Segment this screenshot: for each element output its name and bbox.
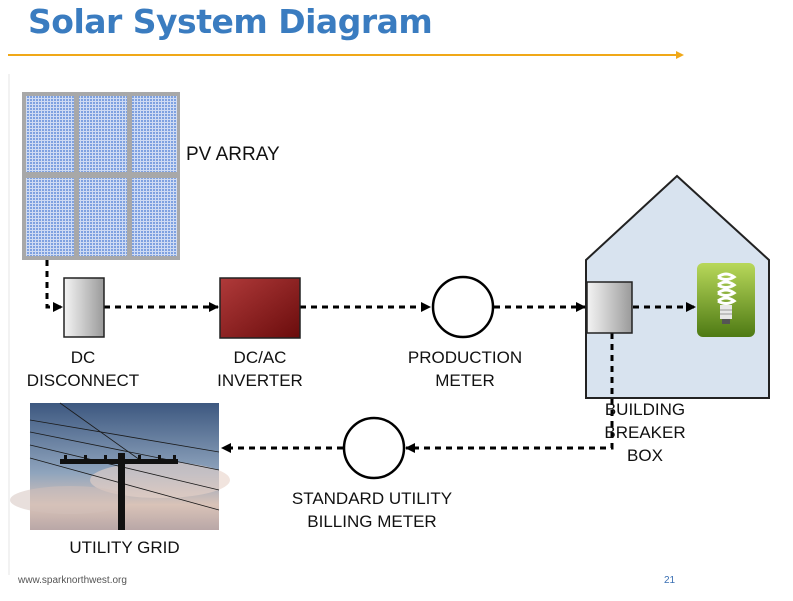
breaker-box-label: BUILDING BREAKER BOX	[600, 398, 690, 467]
dc-disconnect-label: DC DISCONNECT	[8, 346, 158, 392]
footer-url: www.sparknorthwest.org	[18, 575, 127, 586]
billing-meter-icon	[342, 416, 406, 480]
pv-array-label: PV ARRAY	[186, 144, 280, 165]
billing-meter-label-line: STANDARD UTILITY	[291, 489, 453, 508]
breaker-box-label-line: BUILDING	[604, 400, 686, 419]
production-meter-label-line: METER	[435, 371, 495, 390]
production-meter-label-line: PRODUCTION	[407, 348, 523, 367]
utility-grid-label: UTILITY GRID	[69, 538, 180, 557]
production-meter-label: PRODUCTION METER	[390, 346, 540, 392]
title-underline	[8, 51, 684, 59]
breaker-box	[586, 281, 633, 334]
connectors	[45, 260, 696, 453]
breaker-box-label-line: BOX	[627, 446, 663, 465]
production-meter-icon	[431, 275, 495, 339]
billing-meter-label-line: BILLING METER	[307, 512, 437, 531]
dc-disconnect-label-line: DC	[70, 348, 96, 367]
dc-disconnect-label-line: DISCONNECT	[26, 371, 140, 390]
dc-disconnect-box	[63, 277, 105, 338]
inverter-box	[219, 277, 301, 339]
inverter-label-line: DC/AC	[233, 348, 287, 367]
pv-array	[22, 92, 180, 260]
page-number: 21	[664, 575, 676, 586]
breaker-box-label-line: BREAKER	[604, 423, 686, 442]
inverter-label: DC/AC INVERTER	[200, 346, 320, 392]
utility-grid-photo	[10, 402, 230, 530]
slide-title: Solar System Diagram	[28, 2, 433, 41]
inverter-label-line: INVERTER	[217, 371, 303, 390]
billing-meter-label: STANDARD UTILITY BILLING METER	[272, 487, 472, 533]
light-bulb-icon	[697, 263, 755, 337]
